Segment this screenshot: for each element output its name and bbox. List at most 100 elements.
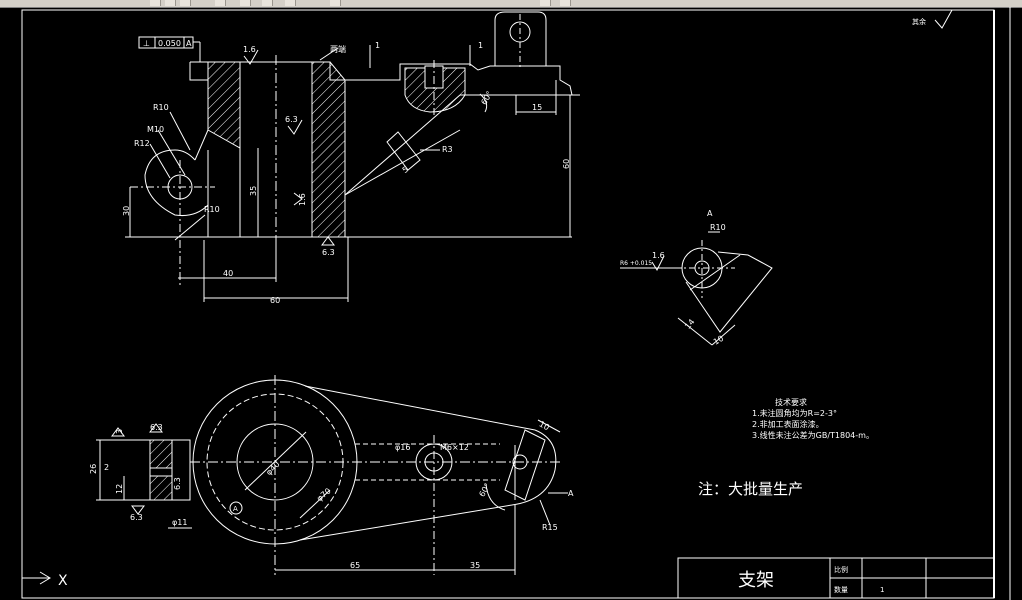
- roughness-symbol: [934, 9, 953, 29]
- part-outline: [190, 61, 573, 96]
- roughness-label: 1.6: [298, 193, 307, 206]
- roughness-symbol: [131, 505, 145, 515]
- tolerance-symbol: ⊥: [143, 39, 150, 48]
- angle-arc: [485, 483, 506, 511]
- angle-arc: [479, 93, 488, 113]
- detail-roughness: 1.6: [652, 251, 665, 260]
- detail-radius: R10: [710, 223, 726, 232]
- hatch-side: [149, 439, 173, 469]
- toolbar-button[interactable]: [215, 0, 226, 6]
- tolerance-value: 0.050: [158, 39, 181, 48]
- section-label: A: [568, 489, 574, 498]
- dim-line-phi70: [299, 489, 331, 519]
- leader-r12: [149, 143, 171, 179]
- scale-label: 比例: [834, 565, 848, 574]
- toolbar-button[interactable]: [240, 0, 251, 6]
- dim-label: 5: [401, 165, 410, 175]
- callout-label: 两端: [330, 44, 346, 54]
- inclined-slot: [386, 131, 421, 171]
- dim-label: 1: [478, 41, 483, 50]
- tech-req-item: 2.非加工表面涂漆。: [752, 419, 824, 429]
- dim-label: 60: [562, 159, 571, 169]
- roughness-symbol: [651, 255, 665, 272]
- hatch-right: [311, 61, 346, 238]
- dim-label: 26: [89, 464, 98, 474]
- roughness-symbol: [111, 427, 125, 437]
- arm-edge: [304, 385, 536, 431]
- boss: [144, 149, 209, 216]
- roughness-label: 6.3: [322, 248, 335, 257]
- drawing-canvas[interactable]: ⊥ 0.050 A 1.6 两端 1 1 6.3 1.6 6.3 R10 M10…: [0, 7, 1022, 600]
- dim-label: 65: [350, 561, 360, 570]
- roughness-label: 1.6: [243, 45, 256, 54]
- radius-label: R10: [204, 205, 220, 214]
- leader-r3: [344, 129, 461, 196]
- hatch-left: [207, 61, 241, 149]
- roughness-label: 6.3: [173, 477, 182, 490]
- end-hole: [512, 454, 528, 470]
- thread-label: M10: [147, 125, 164, 134]
- arm-edge: [299, 504, 513, 541]
- dim-label: φ16: [395, 443, 410, 452]
- drawing-border: [21, 9, 995, 599]
- roughness-symbol: [293, 192, 303, 206]
- radius-label: R15: [542, 523, 558, 532]
- radius-label: R10: [153, 103, 169, 112]
- detail-outline: [685, 251, 773, 333]
- dim-label: 30: [122, 206, 131, 216]
- toolbar-button[interactable]: [540, 0, 551, 6]
- detail-a-view: [620, 231, 773, 346]
- radius-label: R3: [442, 145, 453, 154]
- roughness-symbol: [321, 236, 335, 246]
- detail-dim: 14: [683, 317, 696, 331]
- part-name: 支架: [738, 570, 774, 591]
- tech-req-title: 技术要求: [775, 397, 807, 407]
- toolbar-button[interactable]: [262, 0, 273, 6]
- dim-line-10: [711, 324, 736, 346]
- tech-req-item: 3.线性未注公差为GB/T1804-m。: [752, 430, 874, 440]
- toolbar-button[interactable]: [330, 0, 341, 6]
- part-outline: [189, 62, 209, 161]
- rib-outline: [344, 94, 461, 196]
- detail-outline: [689, 254, 741, 291]
- toolbar-button[interactable]: [150, 0, 161, 6]
- inclined-slot: [504, 429, 546, 501]
- hatch-side: [149, 475, 173, 501]
- dim-line-10: [537, 419, 561, 433]
- dim-label: 35: [470, 561, 480, 570]
- dim-label: 2: [104, 463, 109, 472]
- leader-m10: [157, 129, 186, 176]
- title-block: [677, 557, 995, 599]
- dim-label: 10: [538, 419, 551, 432]
- angle-label: 60°: [479, 90, 494, 107]
- bottom-view: [96, 375, 568, 575]
- dim-label: 60: [270, 296, 280, 305]
- dim-label: 12: [115, 484, 124, 494]
- roughness-label: 3: [115, 429, 124, 434]
- dim-label: 40: [223, 269, 233, 278]
- roughness-symbol: [149, 423, 163, 433]
- quantity-label: 数量: [834, 585, 848, 594]
- toolbar-button[interactable]: [165, 0, 176, 6]
- dim-label: φ11: [172, 518, 187, 527]
- roughness-label: 6.3: [150, 423, 163, 432]
- leader-r15: [539, 499, 551, 526]
- toolbar-button[interactable]: [180, 0, 191, 6]
- roughness-label: 6.3: [130, 513, 143, 522]
- dim-label: φ70: [315, 486, 333, 503]
- detail-dim: 10: [712, 334, 725, 347]
- datum-circle: [229, 501, 243, 515]
- toolbar-button[interactable]: [285, 0, 296, 6]
- roughness-symbol: [243, 49, 259, 65]
- lug: [494, 11, 547, 66]
- dim-label: 15: [532, 103, 542, 112]
- toolbar-button[interactable]: [560, 0, 571, 6]
- radius-label: R12: [134, 139, 150, 148]
- end-boss: [511, 429, 557, 506]
- datum-label: A: [233, 505, 238, 513]
- thread-label: M6×12: [440, 443, 469, 452]
- top-view: [125, 11, 580, 302]
- leader-r10: [169, 111, 191, 151]
- quantity-value: 1: [880, 586, 884, 594]
- leader-callout: [319, 47, 339, 61]
